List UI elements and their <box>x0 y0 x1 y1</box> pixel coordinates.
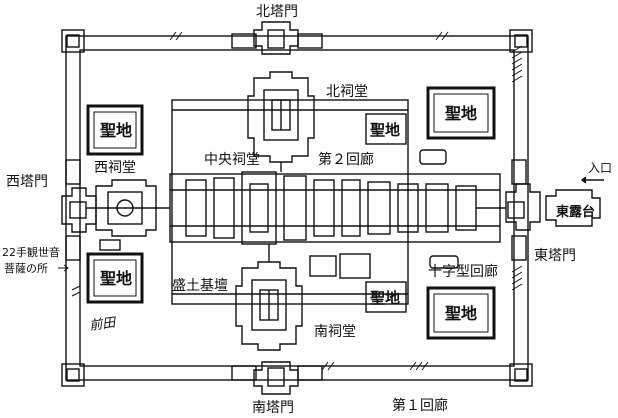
south-shrine-label: 南祠堂 <box>314 324 356 340</box>
south-gate-structure <box>231 361 323 395</box>
sanctuary-se-label: 聖地 <box>445 304 477 323</box>
avalokiteshvara-label-line2: 菩薩の所 <box>4 262 48 275</box>
corner-pavilions <box>61 29 533 387</box>
north-gate-structure <box>231 21 323 55</box>
east-gate-label: 東塔門 <box>534 248 576 264</box>
sanctuary-inner-s-label: 聖地 <box>370 289 400 307</box>
south-gate-label: 南塔門 <box>252 400 294 416</box>
sanctuary-ne <box>426 86 496 140</box>
signature-mark: 前田 <box>88 315 118 334</box>
first-gallery-outer-wall <box>65 35 529 381</box>
east-terrace-label: 東露台 <box>556 204 595 220</box>
east-gate-structure <box>505 159 541 261</box>
central-sanctuary-structure <box>86 162 506 262</box>
avalokiteshvara-label-line1: 22手観世音 <box>2 245 60 259</box>
sanctuary-se <box>426 286 496 340</box>
north-shrine-label: 北祠堂 <box>326 84 368 100</box>
hatching-marks <box>71 31 523 371</box>
sanctuary-ne-label: 聖地 <box>445 104 477 123</box>
sanctuary-nw-label: 聖地 <box>100 121 132 140</box>
central-shrine-label: 中央祠堂 <box>204 152 260 168</box>
first-gallery-inner-wall <box>79 49 515 367</box>
east-terrace-outline <box>545 189 601 227</box>
north-shrine-structure <box>247 71 315 163</box>
second-gallery-label: 第２回廊 <box>318 151 374 168</box>
north-gate-label: 北塔門 <box>256 4 298 20</box>
entrance-label: 入口 <box>588 161 612 175</box>
first-gallery-label: 第１回廊 <box>392 397 448 414</box>
south-shrine-structure <box>235 261 303 351</box>
sanctuary-boxes <box>86 86 496 340</box>
cruciform-gallery-label: 十字型回廊 <box>428 263 498 280</box>
sanctuary-inner-s <box>365 281 407 313</box>
sanctuary-sw-label: 聖地 <box>100 269 132 288</box>
sanctuary-inner-n-label: 聖地 <box>370 121 400 139</box>
west-gate-structure <box>61 159 97 261</box>
earth-mound-label: 盛土基壇 <box>172 277 228 294</box>
annex-buildings <box>99 149 459 279</box>
avalokiteshvara-arrow <box>58 264 69 272</box>
west-gate-label: 西塔門 <box>6 174 48 190</box>
sanctuary-sw <box>86 252 144 304</box>
sanctuary-inner-n <box>365 113 407 145</box>
west-shrine-label: 西祠堂 <box>94 160 136 176</box>
sanctuary-nw <box>86 104 144 156</box>
